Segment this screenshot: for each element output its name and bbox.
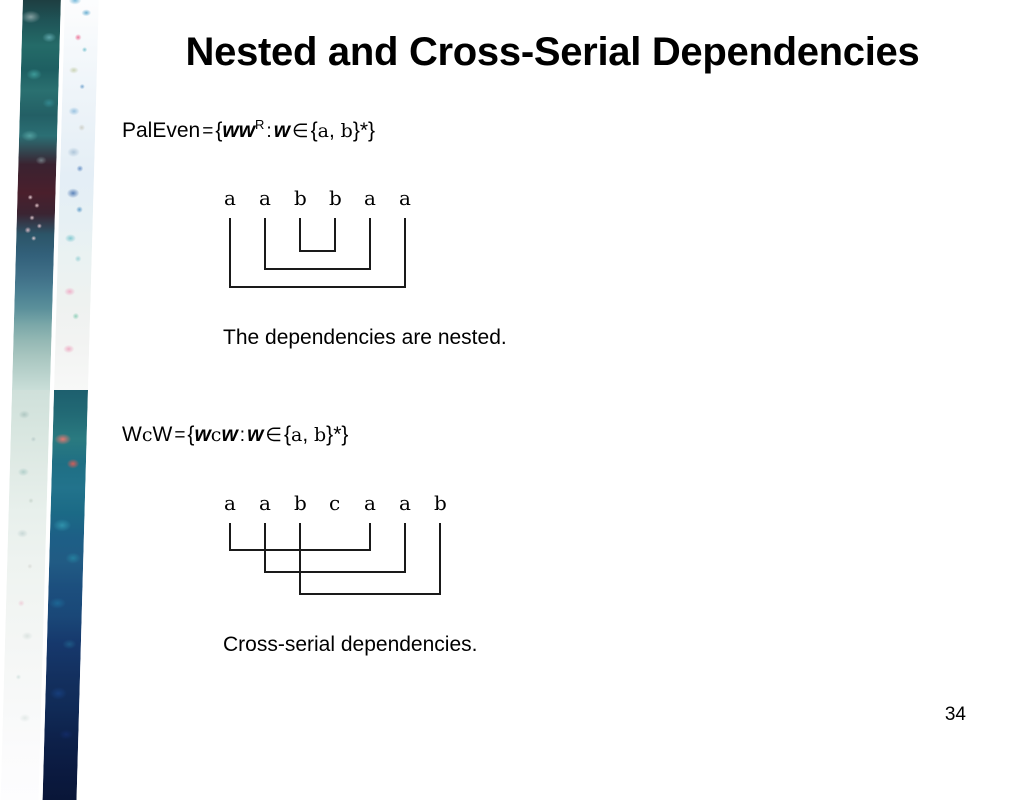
wcw-set-open: {	[283, 423, 291, 446]
link-stem-right	[369, 523, 371, 551]
wcw-w3: w	[247, 423, 264, 446]
dependency-symbol: a	[224, 491, 236, 515]
wcw-w2: w	[221, 423, 238, 446]
paleven-sym-a: a	[317, 120, 329, 142]
nested-caption: The dependencies are nested.	[223, 326, 507, 349]
page-number: 34	[944, 704, 966, 725]
dependency-symbol: b	[434, 491, 447, 515]
link-stem-right	[369, 218, 371, 270]
link-stem-right	[439, 523, 441, 595]
dependency-symbol: c	[329, 491, 341, 515]
paleven-w3: w	[273, 119, 291, 142]
cross-serial-caption: Cross-serial dependencies.	[223, 633, 478, 656]
wcw-sym-b: b	[314, 424, 327, 446]
wcw-star: *	[333, 423, 342, 446]
dependency-symbol: a	[364, 186, 376, 210]
link-stem-right	[404, 218, 406, 288]
dependency-symbol: a	[364, 491, 376, 515]
wcw-member-icon: ∈	[265, 425, 282, 446]
dependency-symbol: b	[294, 186, 307, 210]
link-bar	[229, 286, 406, 288]
paleven-set-open: {	[310, 119, 318, 142]
wcw-w1: w	[194, 423, 211, 446]
wcw-label-c: c	[141, 424, 153, 446]
paleven-superscript-r: R	[255, 117, 265, 132]
paleven-colon: :	[266, 121, 272, 142]
link-stem-left	[299, 218, 301, 252]
dependency-symbol: b	[329, 186, 342, 210]
strip-floral-upper	[54, 0, 100, 390]
slide-title: Nested and Cross-Serial Dependencies	[185, 30, 920, 74]
wcw-open-brace: {	[187, 423, 195, 446]
paleven-member-icon: ∈	[292, 121, 309, 142]
paleven-sym-b: b	[340, 120, 353, 142]
link-stem-left	[229, 218, 231, 288]
slide-canvas: Nested and Cross-Serial Dependencies Pal…	[0, 0, 966, 800]
link-bar	[264, 268, 371, 270]
paleven-w1: w	[222, 119, 239, 142]
paleven-formula: PalEven={wwR:w∈{a, b}*}	[122, 118, 375, 141]
link-stem-left	[264, 218, 266, 270]
wcw-label-w1: W	[122, 423, 142, 446]
wcw-close-brace: }	[341, 423, 349, 446]
paleven-w2: w	[238, 119, 256, 142]
strip-floral-lower	[42, 390, 88, 800]
link-stem-right	[334, 218, 336, 252]
wcw-colon: :	[239, 425, 246, 446]
link-stem-right	[404, 523, 406, 573]
paleven-set-close: }	[352, 119, 360, 142]
paleven-comma: ,	[328, 119, 335, 142]
dependency-symbol: a	[259, 491, 271, 515]
link-stem-left	[229, 523, 231, 551]
strip-dark-lower	[0, 390, 50, 800]
wcw-set-close: }	[326, 423, 334, 446]
wcw-comma: ,	[302, 423, 309, 446]
paleven-equals: =	[202, 121, 214, 142]
dependency-symbol: b	[294, 491, 307, 515]
wcw-formula: WcW={wcw:w∈{a, b}*}	[122, 424, 348, 445]
link-bar	[299, 250, 336, 252]
link-stem-left	[299, 523, 301, 595]
link-bar	[264, 571, 406, 573]
link-stem-left	[264, 523, 266, 573]
paleven-star: *	[359, 119, 369, 142]
dependency-symbol: a	[259, 186, 271, 210]
wcw-c: c	[210, 424, 222, 446]
dependency-symbol: a	[399, 491, 411, 515]
dependency-symbol: a	[224, 186, 236, 210]
paleven-open-brace: {	[215, 119, 223, 142]
paleven-label: PalEven	[122, 119, 201, 142]
wcw-label-w2: W	[152, 423, 173, 446]
link-bar	[299, 593, 441, 595]
wcw-equals: =	[174, 425, 186, 446]
dependency-symbol: a	[399, 186, 411, 210]
wcw-sym-a: a	[290, 424, 303, 446]
paleven-close-brace: }	[368, 119, 376, 142]
strip-dark-upper	[12, 0, 62, 390]
